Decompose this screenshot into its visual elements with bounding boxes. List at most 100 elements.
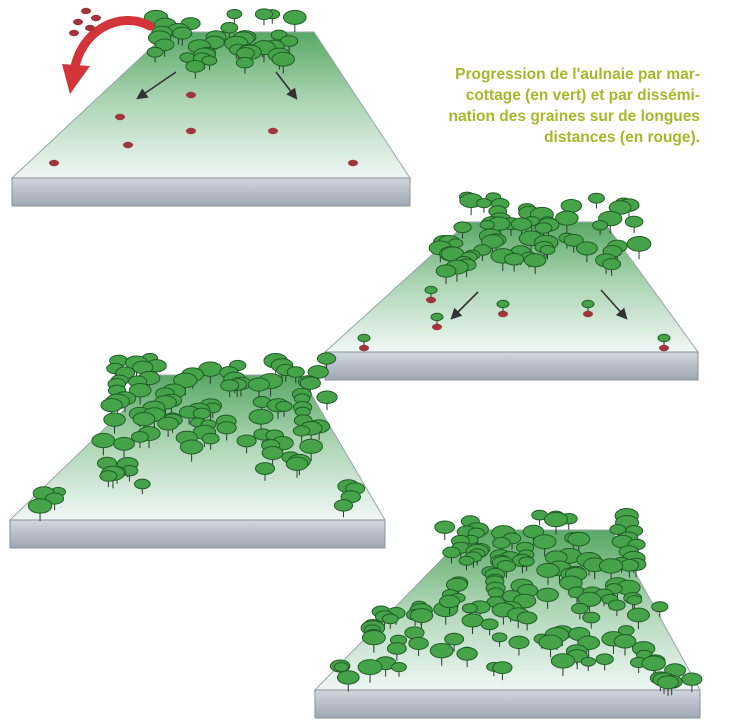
tree-icon bbox=[316, 390, 338, 411]
tree-icon bbox=[518, 556, 535, 572]
tree-group bbox=[649, 663, 703, 696]
tree-icon bbox=[571, 602, 589, 620]
tree-icon bbox=[386, 642, 407, 661]
sapling bbox=[424, 285, 438, 304]
tree-group bbox=[91, 431, 151, 495]
caption: Progression de l'aulnaie par mar- cottag… bbox=[360, 64, 701, 148]
tree-icon bbox=[555, 210, 579, 233]
tree-icon bbox=[357, 333, 371, 346]
tree-icon bbox=[543, 511, 569, 535]
tree-icon bbox=[481, 234, 504, 256]
tree-icon bbox=[336, 670, 360, 692]
tree-icon bbox=[172, 26, 193, 46]
tree-group bbox=[27, 486, 66, 522]
tree-icon bbox=[100, 398, 123, 419]
panel-stage-1 bbox=[10, 7, 411, 207]
tree-icon bbox=[271, 51, 296, 74]
slab-side bbox=[314, 689, 701, 719]
tree-icon bbox=[409, 608, 434, 631]
caption-line: cottage (en vert) et par dissémi- bbox=[465, 87, 700, 104]
tree-icon bbox=[381, 613, 399, 630]
tree-icon bbox=[534, 222, 553, 240]
tree-icon bbox=[128, 383, 152, 405]
tree-icon bbox=[524, 253, 547, 275]
tree-icon bbox=[496, 560, 517, 579]
seed-dispersal-arrow bbox=[62, 16, 155, 94]
tree-icon bbox=[536, 587, 559, 609]
tree-icon bbox=[113, 436, 135, 458]
caption-line: distances (en rouge). bbox=[544, 129, 700, 146]
tree-icon bbox=[461, 603, 478, 619]
tree-icon bbox=[458, 555, 475, 571]
tree-icon bbox=[508, 635, 530, 656]
tree-icon bbox=[45, 492, 65, 511]
tree-icon bbox=[103, 412, 126, 434]
panel-stage-3 bbox=[8, 352, 386, 549]
tree-icon bbox=[595, 653, 614, 671]
tree-group bbox=[329, 659, 383, 692]
tree-icon bbox=[154, 38, 175, 57]
tree-icon bbox=[146, 46, 164, 63]
caption-line: Progression de l'aulnaie par mar- bbox=[455, 66, 700, 83]
tree-icon bbox=[532, 534, 557, 557]
tree-icon bbox=[185, 60, 206, 79]
tree-icon bbox=[216, 421, 237, 441]
tree-icon bbox=[179, 439, 204, 462]
tree-icon bbox=[220, 379, 240, 398]
tree-icon bbox=[408, 636, 429, 657]
tree-icon bbox=[434, 520, 456, 541]
tree-icon bbox=[657, 675, 679, 696]
tree-icon bbox=[516, 611, 538, 631]
tree-icon bbox=[173, 372, 198, 396]
tree-icon bbox=[424, 285, 438, 298]
tree-icon bbox=[333, 499, 354, 518]
tree-icon bbox=[539, 244, 556, 260]
layering-arrow-left bbox=[450, 291, 479, 320]
tree-icon bbox=[626, 236, 652, 260]
tree-icon bbox=[480, 618, 499, 636]
tree-icon bbox=[283, 9, 307, 32]
tree-group bbox=[143, 8, 307, 79]
tree-icon bbox=[651, 601, 669, 618]
tree-icon bbox=[133, 478, 151, 495]
tree-icon bbox=[575, 241, 598, 263]
tree-icon bbox=[201, 432, 220, 450]
tree-icon bbox=[254, 8, 274, 26]
tree-icon bbox=[641, 655, 666, 679]
tree-icon bbox=[538, 634, 563, 658]
tree-icon bbox=[286, 366, 305, 384]
slab-side bbox=[9, 519, 386, 549]
tree-icon bbox=[581, 299, 595, 312]
layering-arrow-left bbox=[136, 71, 177, 100]
sapling bbox=[357, 333, 371, 352]
tree-group bbox=[333, 479, 366, 518]
tree-icon bbox=[626, 607, 650, 630]
tree-icon bbox=[248, 408, 274, 433]
tree-icon bbox=[435, 264, 457, 284]
panel-stage-4 bbox=[313, 508, 703, 719]
caption-line: nation des graines sur de longues bbox=[448, 108, 701, 125]
tree-icon bbox=[453, 221, 472, 239]
tree-icon bbox=[247, 377, 270, 399]
tree-icon bbox=[439, 594, 461, 615]
tree-icon bbox=[99, 470, 118, 488]
tree-icon bbox=[563, 233, 584, 253]
tree-icon bbox=[130, 431, 149, 449]
tree-icon bbox=[582, 611, 601, 629]
tree-icon bbox=[588, 192, 605, 209]
tree-icon bbox=[285, 456, 309, 478]
tree-icon bbox=[602, 258, 622, 276]
tree-icon bbox=[261, 446, 284, 467]
tree-icon bbox=[27, 498, 53, 522]
tree-group bbox=[428, 191, 652, 284]
tree-icon bbox=[522, 524, 545, 545]
tree-icon bbox=[235, 56, 254, 74]
tree-icon bbox=[626, 595, 643, 610]
tree-group bbox=[100, 352, 338, 462]
tree-icon bbox=[496, 299, 510, 312]
layering-arrow-right bbox=[275, 71, 298, 100]
panel-stage-2 bbox=[323, 191, 699, 381]
slab-side bbox=[324, 351, 699, 381]
tree-group bbox=[360, 594, 669, 681]
